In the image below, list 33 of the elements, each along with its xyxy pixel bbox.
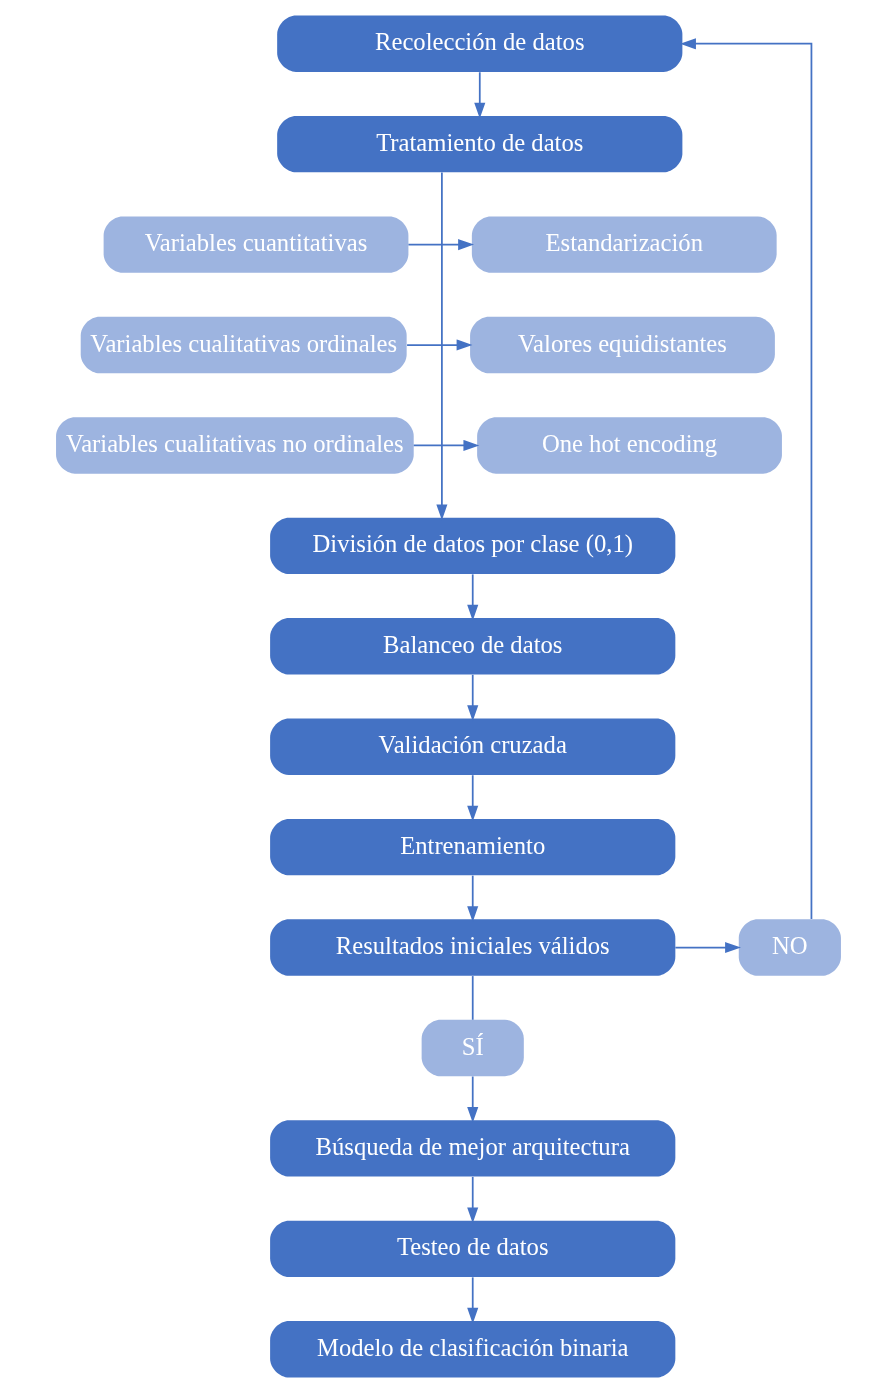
arrow	[674, 942, 741, 954]
node-box: Variables cualitativas ordinales	[80, 316, 407, 374]
node-box: Búsqueda de mejor arquitectura	[269, 1120, 675, 1177]
node-box: Estandarización	[471, 216, 777, 273]
arrow	[407, 239, 474, 251]
arrow	[466, 1075, 478, 1123]
node-box: Recolección de datos	[276, 15, 682, 72]
arrow	[466, 1176, 478, 1224]
arrow	[466, 573, 478, 621]
arrow	[466, 673, 478, 722]
arrow	[412, 439, 479, 451]
node-box: Testeo de datos	[269, 1220, 675, 1278]
node-box: One hot encoding	[476, 417, 782, 474]
node-box: SÍ	[421, 1019, 524, 1077]
arrow	[435, 171, 447, 521]
arrow	[473, 71, 485, 119]
connector	[471, 975, 474, 1021]
node-box: Variables cuantitativas	[103, 216, 408, 273]
node-box: Validación cruzada	[269, 718, 675, 775]
arrow	[466, 774, 478, 822]
arrow	[466, 1276, 478, 1324]
node-box: Tratamiento de datos	[276, 115, 682, 173]
node-box: Variables cualitativas no ordinales	[55, 417, 414, 474]
node-box: División de datos por clase (0,1)	[269, 517, 675, 575]
arrow	[466, 874, 478, 922]
node-box: Modelo de clasificación binaria	[269, 1321, 675, 1378]
node-box: Resultados iniciales válidos	[269, 919, 675, 976]
node-box: Balanceo de datos	[269, 618, 675, 675]
node-box: Entrenamiento	[269, 818, 675, 876]
arrow	[679, 38, 812, 920]
arrow	[405, 339, 472, 351]
node-box: NO	[738, 919, 841, 976]
node-box: Valores equidistantes	[469, 316, 775, 374]
